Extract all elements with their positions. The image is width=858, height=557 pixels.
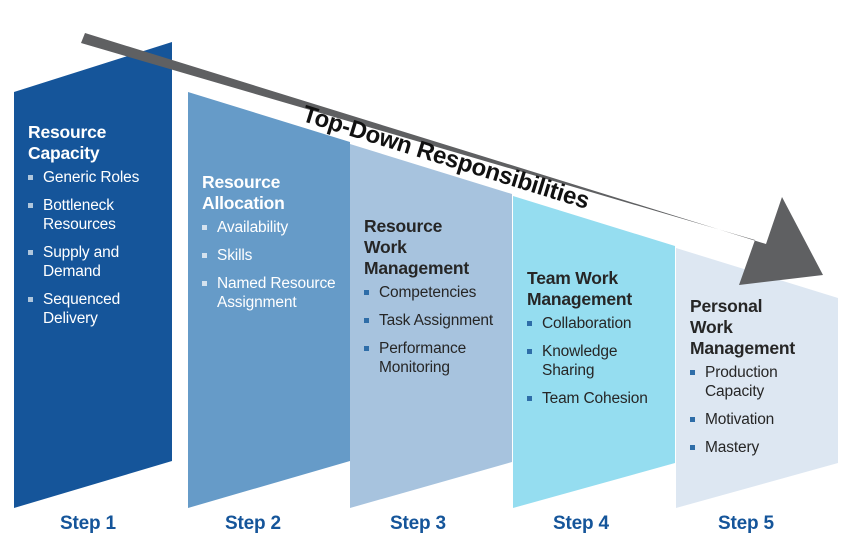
list-item-label: Skills — [217, 247, 253, 264]
step-panel-3-title-line-3: Management — [364, 258, 469, 278]
list-item-label: Bottleneck Resources — [43, 197, 116, 233]
step-panel-5-title-line-2: Work — [690, 317, 733, 337]
square-bullet-icon — [202, 281, 207, 286]
step-panel-5-content: Personal Work Management Production Capa… — [668, 244, 848, 508]
step-panel-3-title-line-2: Work — [364, 237, 407, 257]
step-panel-4-title-line-1: Team Work — [527, 268, 618, 288]
step-panel-1-items: Generic Roles Bottleneck Resources Suppl… — [28, 168, 168, 337]
step-panel-4-items: Collaboration Knowledge Sharing Team Coh… — [527, 314, 673, 417]
step-panel-2-title-line-2: Allocation — [202, 193, 285, 213]
step-panel-3-title-line-1: Resource — [364, 216, 443, 236]
square-bullet-icon — [28, 297, 33, 302]
step-panel-3-title: Resource Work Management — [364, 216, 510, 279]
list-item: Collaboration — [527, 314, 673, 333]
list-item: Named Resource Assignment — [202, 274, 342, 312]
list-item-label: Team Cohesion — [542, 390, 648, 407]
square-bullet-icon — [690, 445, 695, 450]
step-panel-1-content: Resource Capacity Generic Roles Bottlene… — [0, 38, 180, 508]
list-item: Team Cohesion — [527, 389, 673, 408]
square-bullet-icon — [690, 370, 695, 375]
square-bullet-icon — [527, 396, 532, 401]
list-item: Motivation — [690, 410, 836, 429]
step-panel-3-content: Resource Work Management Competencies Ta… — [342, 140, 522, 508]
step-panel-1-title-line-2: Capacity — [28, 143, 100, 163]
list-item: Generic Roles — [28, 168, 168, 187]
step-panel-5-title: Personal Work Management — [690, 296, 838, 359]
list-item-label: Competencies — [379, 284, 477, 301]
step-panel-5-shape — [676, 248, 838, 508]
step-panel-2-items: Availability Skills Named Resource Assig… — [202, 218, 342, 321]
step-panel-5-title-line-3: Management — [690, 338, 795, 358]
list-item: Availability — [202, 218, 342, 237]
step-label-2: Step 2 — [225, 513, 281, 534]
step-panel-3[interactable]: Resource Work Management Competencies Ta… — [342, 140, 522, 508]
step-panel-2[interactable]: Resource Allocation Availability Skills … — [180, 88, 360, 508]
square-bullet-icon — [28, 250, 33, 255]
list-item: Skills — [202, 246, 342, 265]
step-panel-2-content: Resource Allocation Availability Skills … — [180, 88, 360, 508]
square-bullet-icon — [690, 417, 695, 422]
square-bullet-icon — [527, 321, 532, 326]
step-panel-5-items: Production Capacity Motivation Mastery — [690, 363, 836, 466]
square-bullet-icon — [28, 175, 33, 180]
step-panel-4-title-line-2: Management — [527, 289, 632, 309]
step-label-5: Step 5 — [718, 513, 774, 534]
list-item-label: Collaboration — [542, 315, 632, 332]
square-bullet-icon — [364, 346, 369, 351]
list-item: Performance Monitoring — [364, 339, 508, 377]
list-item-label: Motivation — [705, 411, 775, 428]
square-bullet-icon — [527, 349, 532, 354]
list-item-label: Sequenced Delivery — [43, 291, 121, 327]
list-item: Competencies — [364, 283, 508, 302]
list-item: Knowledge Sharing — [527, 342, 673, 380]
list-item-label: Availability — [217, 219, 289, 236]
step-panel-2-title: Resource Allocation — [202, 172, 344, 214]
step-panel-5-title-line-1: Personal — [690, 296, 763, 316]
step-panel-4[interactable]: Team Work Management Collaboration Knowl… — [505, 192, 685, 508]
list-item-label: Performance Monitoring — [379, 340, 467, 376]
list-item-label: Knowledge Sharing — [542, 343, 618, 379]
step-panel-1[interactable]: Resource Capacity Generic Roles Bottlene… — [0, 38, 180, 508]
list-item-label: Generic Roles — [43, 169, 140, 186]
list-item-label: Named Resource Assignment — [217, 275, 336, 311]
step-label-3: Step 3 — [390, 513, 446, 534]
step-panel-1-title-line-1: Resource — [28, 122, 107, 142]
list-item: Supply and Demand — [28, 243, 168, 281]
step-panel-4-title: Team Work Management — [527, 268, 677, 310]
list-item: Task Assignment — [364, 311, 508, 330]
list-item: Sequenced Delivery — [28, 290, 168, 328]
step-panel-4-content: Team Work Management Collaboration Knowl… — [505, 192, 685, 508]
step-panel-5[interactable]: Personal Work Management Production Capa… — [668, 244, 848, 508]
list-item-label: Supply and Demand — [43, 244, 120, 280]
step-panel-1-title: Resource Capacity — [28, 122, 170, 164]
list-item-label: Production Capacity — [705, 364, 778, 400]
list-item-label: Task Assignment — [379, 312, 494, 329]
list-item: Bottleneck Resources — [28, 196, 168, 234]
step-panel-2-title-line-1: Resource — [202, 172, 281, 192]
square-bullet-icon — [202, 225, 207, 230]
step-panel-3-items: Competencies Task Assignment Performance… — [364, 283, 508, 386]
step-label-4: Step 4 — [553, 513, 609, 534]
square-bullet-icon — [364, 290, 369, 295]
step-label-1: Step 1 — [60, 513, 116, 534]
list-item-label: Mastery — [705, 439, 760, 456]
list-item: Production Capacity — [690, 363, 836, 401]
square-bullet-icon — [202, 253, 207, 258]
list-item: Mastery — [690, 438, 836, 457]
square-bullet-icon — [28, 203, 33, 208]
square-bullet-icon — [364, 318, 369, 323]
